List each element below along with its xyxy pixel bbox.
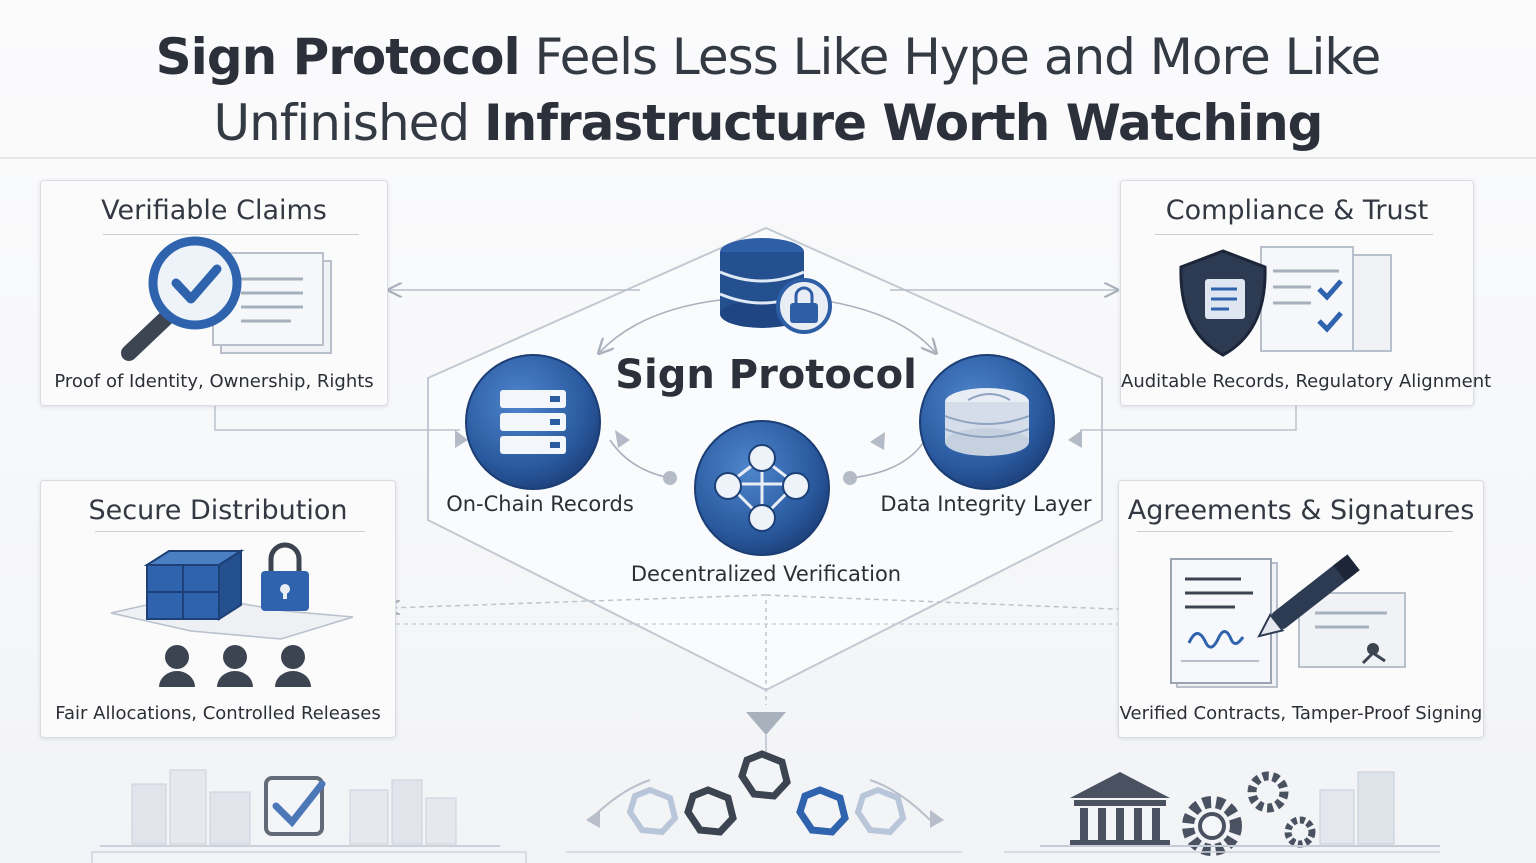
shield-document-icon — [1179, 246, 1392, 357]
node-label-decentralized-verification: Decentralized Verification — [630, 562, 902, 586]
card-agreements-signatures: Agreements & Signatures Verified Contrac… — [1118, 480, 1484, 738]
title-bold-brand: Sign Protocol — [155, 28, 521, 86]
contract-pen-icon — [1170, 554, 1406, 688]
card-caption: Fair Allocations, Controlled Releases — [55, 703, 381, 724]
card-compliance-trust: Compliance & Trust Auditable Records, Re… — [1120, 180, 1492, 406]
title-rest: Feels Less Like Hype and More Like — [519, 28, 1382, 86]
server-icon — [465, 354, 601, 490]
disk-stack-icon — [919, 354, 1055, 490]
page-title-line-2: Unfinished Infrastructure Worth Watching — [0, 94, 1536, 152]
hexagon-chain-icon — [586, 750, 944, 836]
card-secure-distribution: Secure Distribution Fair Allocations, Co… — [40, 480, 396, 738]
node-label-data-integrity: Data Integrity Layer — [880, 492, 1092, 516]
card-verifiable-claims: Verifiable Claims Proof of Identity, Own… — [40, 180, 388, 406]
card-caption: Proof of Identity, Ownership, Rights — [54, 371, 374, 392]
card-title: Agreements & Signatures — [1127, 495, 1475, 526]
magnifier-check-icon — [121, 236, 332, 361]
title-start: Unfinished — [213, 94, 485, 152]
card-divider — [1155, 234, 1433, 235]
card-divider — [103, 234, 359, 235]
cube-lock-users-icon — [110, 542, 354, 687]
card-divider — [1137, 531, 1453, 532]
card-divider — [95, 531, 365, 532]
network-icon — [694, 420, 830, 556]
city-check-icon — [100, 769, 500, 847]
node-label-on-chain-records: On-Chain Records — [446, 492, 634, 516]
page-title-line-1: Sign Protocol Feels Less Like Hype and M… — [0, 28, 1536, 86]
bank-gears-icon — [1040, 771, 1440, 856]
card-caption: Auditable Records, Regulatory Alignment — [1121, 371, 1492, 392]
card-title: Compliance & Trust — [1165, 195, 1429, 226]
database-lock-icon — [719, 238, 832, 334]
card-caption: Verified Contracts, Tamper-Proof Signing — [1119, 703, 1483, 724]
center-title: Sign Protocol — [615, 352, 917, 398]
card-title: Secure Distribution — [88, 495, 348, 526]
title-bold-end: Infrastructure Worth Watching — [484, 94, 1323, 152]
card-title: Verifiable Claims — [101, 195, 327, 226]
